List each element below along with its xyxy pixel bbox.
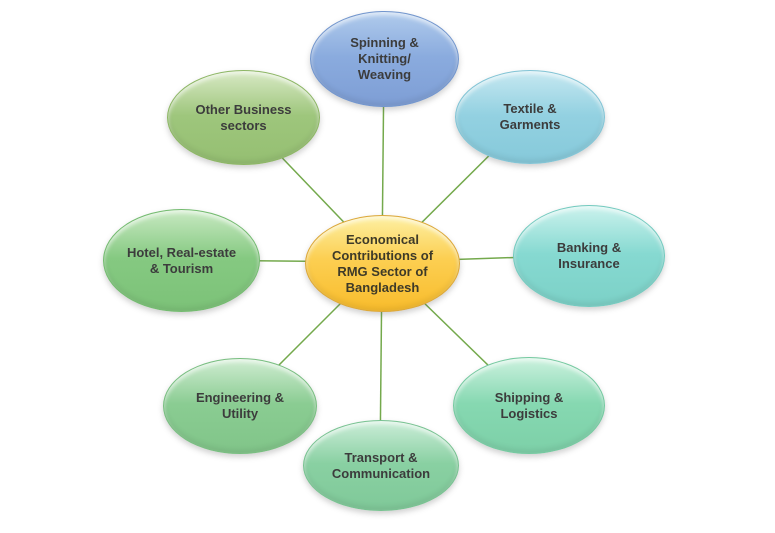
node-label-line: Transport & [344,449,418,465]
node-label-line: Insurance [558,256,620,271]
node-label-line: Weaving [357,67,412,82]
node-label-line: Economical [346,231,419,247]
node-label-line: & Tourism [149,260,214,276]
node-label-line: Utility [221,406,259,421]
node-label-line: Bangladesh [345,279,420,295]
diagram-node-other-business-sectors: Other Business sectors [167,70,320,165]
node-label-line: Garments [499,117,561,132]
node-label-line: Contributions of [331,247,434,263]
node-label-line: Hotel, Real-estate [126,244,237,260]
node-label-line: Engineering & [195,390,285,405]
node-label: Engineering & Utility [196,390,284,422]
node-label-line: Banking & [556,240,622,255]
node-label: Spinning & Knitting/ Weaving [350,35,419,83]
node-label-line: Other Business [195,101,292,117]
node-label-line: Knitting/ [358,51,411,66]
diagram-node-spinning-knitting-weaving: Spinning & Knitting/ Weaving [310,11,459,107]
node-label-line: Textile & [503,101,557,116]
node-label: Shipping & Logistics [495,390,564,422]
node-label-line: Logistics [500,405,558,421]
diagram-node-transport-communication: Transport & Communication [303,420,459,511]
diagram-node-shipping-logistics: Shipping & Logistics [453,357,605,454]
diagram-node-banking-insurance: Banking & Insurance [513,205,665,307]
node-label: Textile & Garments [500,101,561,133]
node-label: Banking & Insurance [557,240,621,272]
node-label-line: Spinning & [350,35,419,50]
node-label-line: sectors [220,117,267,133]
node-label-line: Communication [331,465,431,481]
node-label: Other Business sectors [195,102,291,134]
diagram-node-textile-garments: Textile & Garments [455,70,605,164]
diagram-node-hotel-realestate-tourism: Hotel, Real-estate & Tourism [103,209,260,312]
node-label-line: RMG Sector of [337,263,428,279]
node-label: Hotel, Real-estate & Tourism [127,245,236,277]
node-label: Transport & Communication [332,450,430,482]
diagram-node-engineering-utility: Engineering & Utility [163,358,317,454]
node-label: Economical Contributions of RMG Sector o… [332,232,433,296]
node-label-line: Shipping & [494,389,564,405]
diagram-node-center: Economical Contributions of RMG Sector o… [305,215,460,312]
